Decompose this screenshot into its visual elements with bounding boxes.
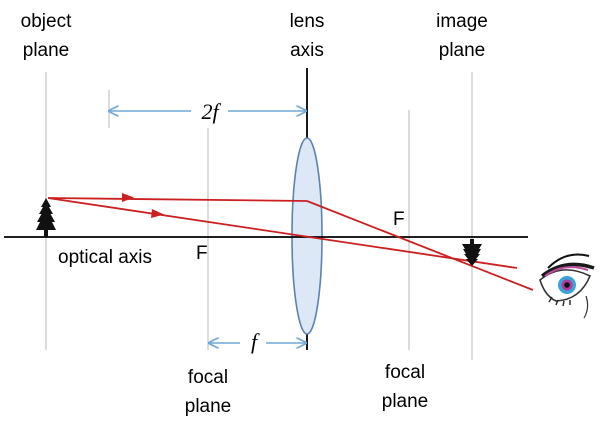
focus-right-label: F <box>393 209 405 230</box>
inverted-tree-icon <box>462 239 482 266</box>
ray-arrow-2 <box>151 209 164 218</box>
rays <box>47 197 534 291</box>
two-f-label: 2f <box>201 99 221 124</box>
object-plane-label-line1: object <box>21 11 72 32</box>
image-plane-label-line1: image <box>436 11 488 32</box>
tree-icon <box>36 198 56 237</box>
parallel-ray-out <box>306 200 534 291</box>
f-label: f <box>251 329 260 354</box>
focal-plane-right-line2: plane <box>382 391 429 412</box>
lens-axis-label-line2: axis <box>290 40 324 61</box>
lens-axis-label-line1: lens <box>290 11 325 32</box>
parallel-ray-in <box>47 197 308 202</box>
optical-axis-label: optical axis <box>58 247 152 268</box>
ray-arrow-1 <box>122 193 134 202</box>
object-plane-label-line2: plane <box>23 40 70 61</box>
focal-plane-left-line1: focal <box>188 367 228 388</box>
focus-left-label: F <box>196 243 208 264</box>
eye-icon <box>539 253 595 319</box>
chief-ray <box>47 197 518 269</box>
focal-plane-left-line2: plane <box>185 396 232 417</box>
focal-plane-right-line1: focal <box>385 362 425 383</box>
image-plane-label-line2: plane <box>439 40 486 61</box>
